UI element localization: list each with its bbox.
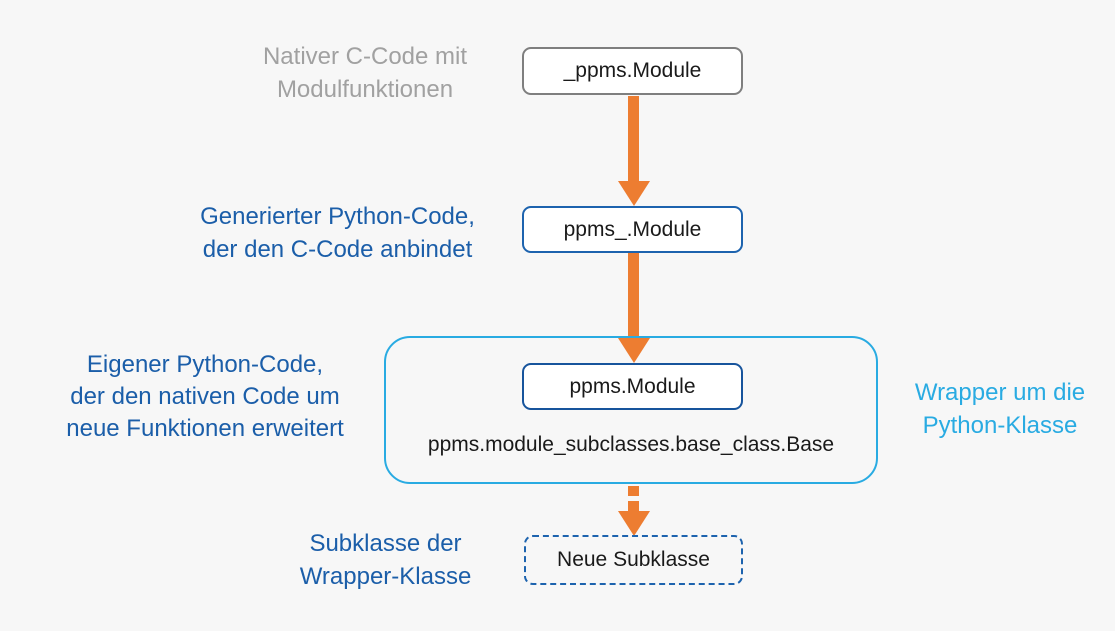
wrapper-base-class-label: ppms.module_subclasses.base_class.Base (427, 433, 835, 456)
generated-module-box: ppms_.Module (522, 206, 743, 253)
own-code-annotation: Eigener Python-Code, der den nativen Cod… (66, 351, 344, 442)
arrow-wrapper-to-subclass-head (618, 511, 650, 536)
wrapper-module-box: ppms.Module (522, 363, 743, 410)
arrow-wrapper-to-subclass-stem (628, 486, 639, 513)
native-code-annotation: Nativer C-Code mit Modulfunktionen (262, 43, 468, 103)
native-module-box: _ppms.Module (522, 47, 743, 95)
wrapper-class-annotation: Wrapper um die Python-Klasse (914, 379, 1086, 439)
generated-code-annotation: Generierter Python-Code, der den C-Code … (200, 203, 475, 263)
arrow-native-to-generated-stem (628, 96, 639, 182)
arrow-generated-to-wrapper-stem (628, 253, 639, 339)
arrow-native-to-generated-head (618, 181, 650, 206)
wrapper-group-container (384, 336, 878, 484)
new-subclass-label: Neue Subklasse (557, 548, 710, 571)
subclass-annotation: Subklasse der Wrapper-Klasse (299, 530, 472, 590)
generated-module-label: ppms_.Module (563, 217, 702, 241)
wrapper-module-label: ppms.Module (569, 374, 696, 398)
new-subclass-box: Neue Subklasse (524, 535, 743, 585)
native-module-label: _ppms.Module (563, 59, 702, 82)
arrow-generated-to-wrapper-head (618, 338, 650, 363)
